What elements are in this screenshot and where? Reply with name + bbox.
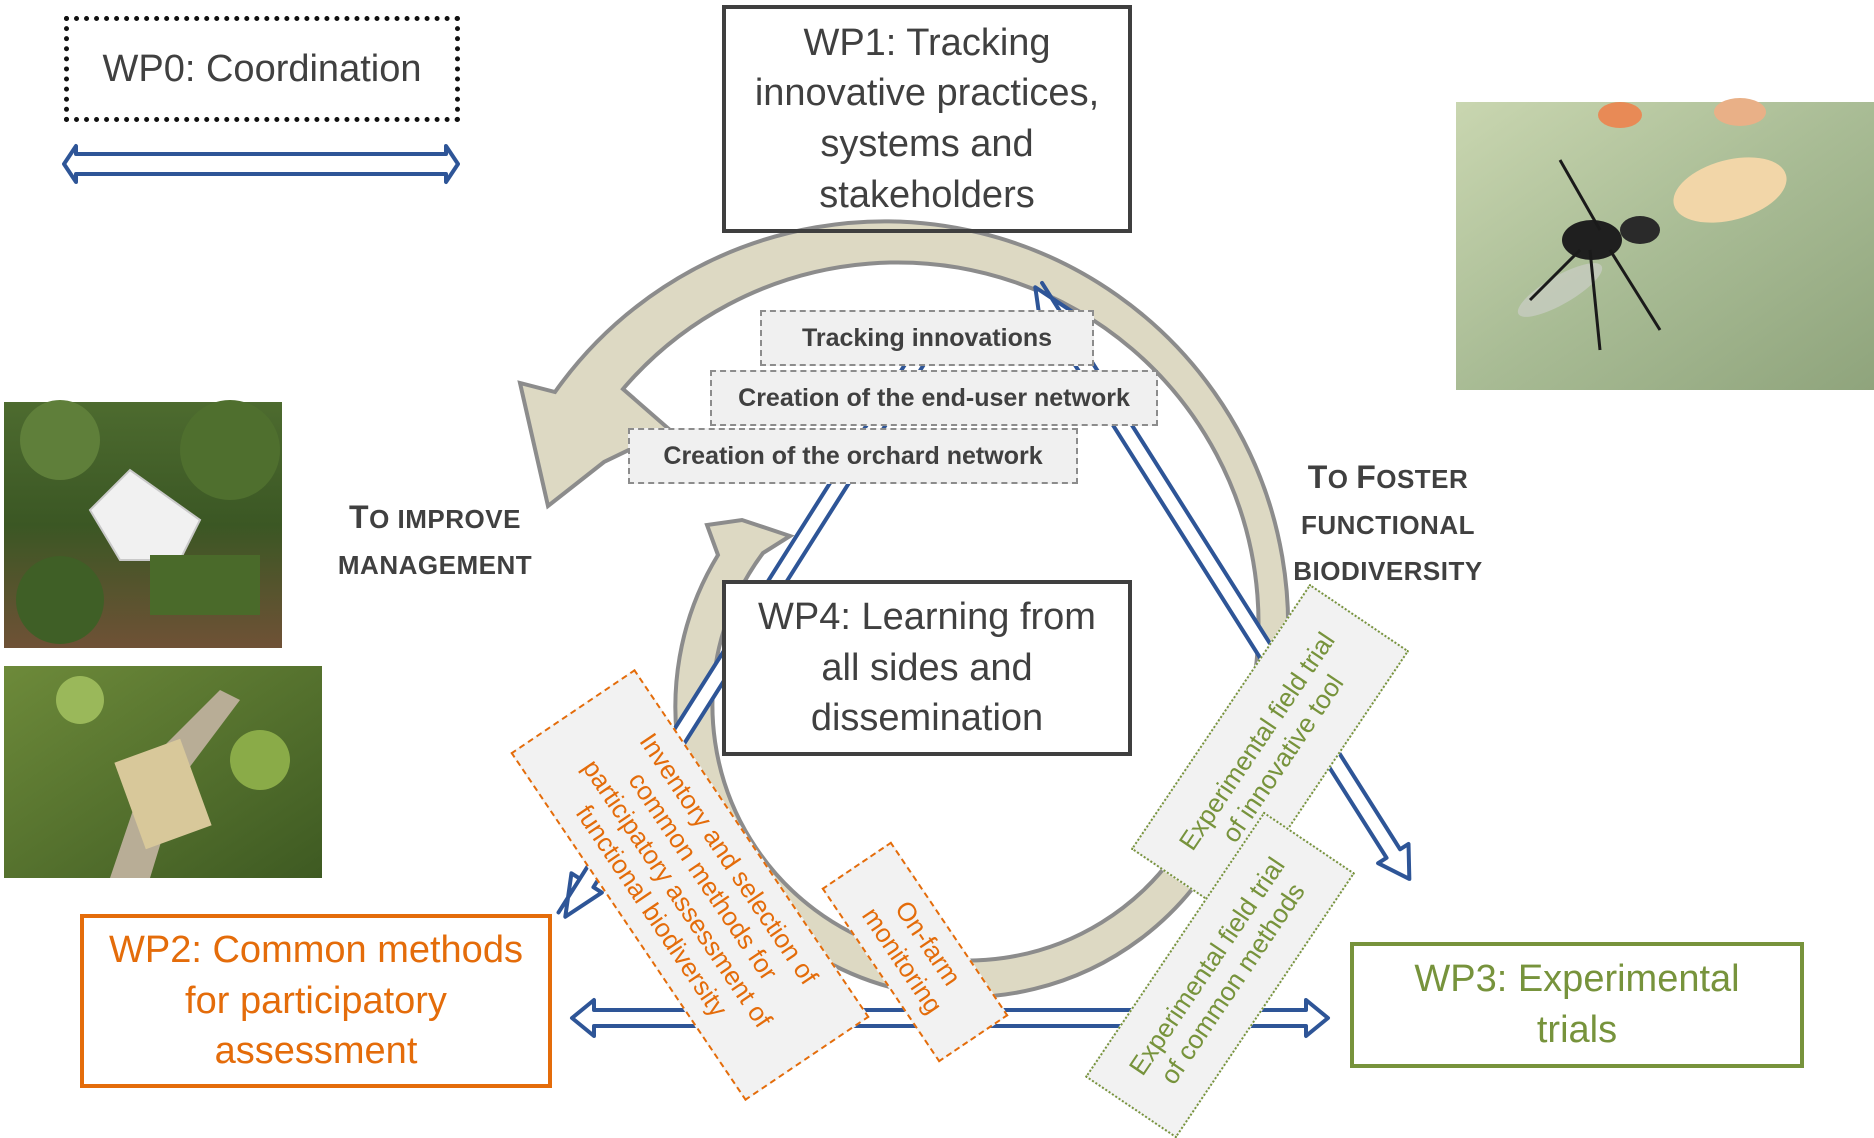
band-trap-photo: [4, 666, 322, 878]
tracking-innovations-tag: Tracking innovations: [760, 310, 1094, 366]
wp3-trials-box: WP3: Experimental trials: [1350, 942, 1804, 1068]
insect-photo: [1456, 98, 1874, 390]
improve-management-label: TO IMPROVE MANAGEMENT: [337, 499, 533, 580]
wp0-label: WP0: Coordination: [102, 47, 422, 90]
orchard-network-tag: Creation of the orchard network: [628, 428, 1078, 484]
wp0-double-arrow: [62, 144, 460, 184]
wp4-label: WP4: Learning from all sides and dissemi…: [758, 596, 1096, 740]
wp2-label: WP2: Common methods for participatory as…: [109, 929, 523, 1073]
wp1-tracking-box: WP1: Tracking innovative practices, syst…: [722, 5, 1132, 233]
wp2-methods-box: WP2: Common methods for participatory as…: [80, 914, 552, 1088]
wp1-label: WP1: Tracking innovative practices, syst…: [754, 21, 1100, 216]
trap-photo: [4, 400, 282, 648]
wp4-learning-box: WP4: Learning from all sides and dissemi…: [722, 580, 1132, 756]
end-user-network-tag: Creation of the end-user network: [710, 370, 1158, 426]
foster-biodiversity-label: TO FOSTER FUNCTIONAL BIODIVERSITY: [1293, 459, 1483, 586]
wp0-coordination-box: WP0: Coordination: [64, 16, 460, 122]
wp3-label: WP3: Experimental trials: [1414, 958, 1740, 1051]
